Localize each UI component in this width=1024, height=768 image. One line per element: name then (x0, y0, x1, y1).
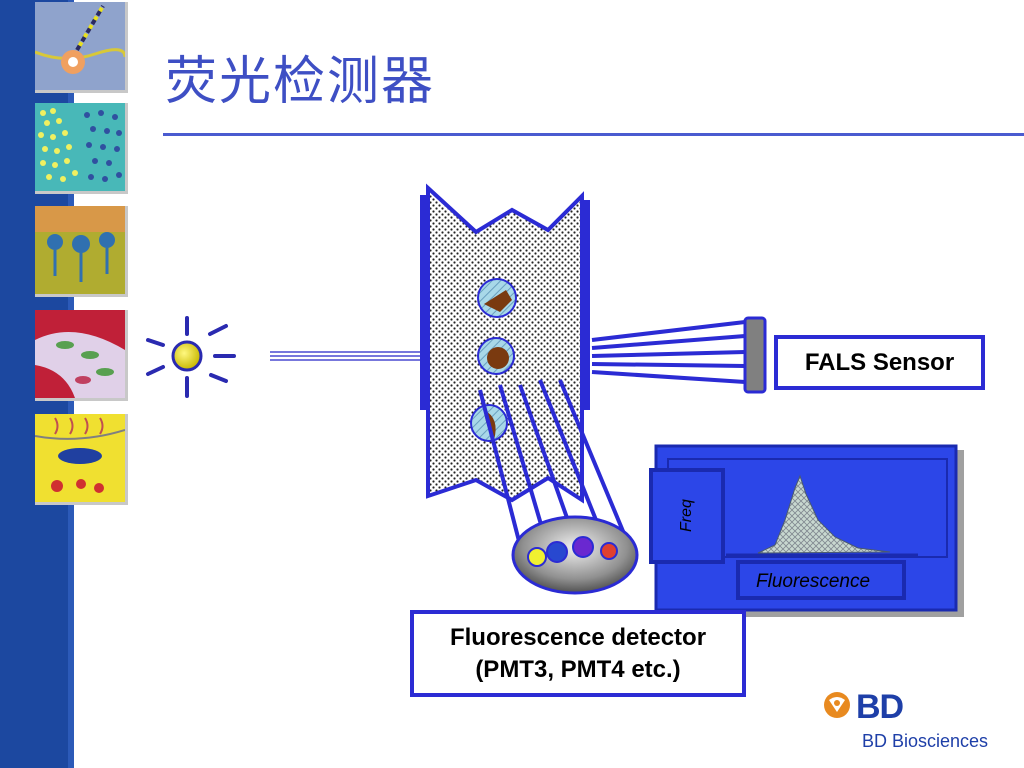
histogram-y-label: Freq (678, 499, 695, 532)
page-title: 荧光检测器 (165, 52, 436, 112)
title-divider (163, 133, 1024, 136)
laser-beam (270, 351, 425, 361)
detector-examples: (PMT3, PMT4 etc.) (475, 656, 681, 683)
fals-sensor-label: FALS Sensor (774, 335, 985, 390)
cell-2 (477, 337, 515, 375)
cell-icon (35, 2, 128, 93)
tissue-icon (35, 206, 128, 297)
cell-1 (477, 278, 517, 318)
histogram-x-label: Fluorescence (756, 571, 871, 592)
fluorescence-detector-label: Fluorescence detector (PMT3, PMT4 etc.) (410, 610, 746, 697)
detector-name: Fluorescence detector (449, 624, 707, 651)
laser-source-icon (146, 316, 236, 398)
leaf-cells-icon (35, 310, 128, 401)
forward-scatter-lines (591, 320, 746, 384)
brand-name: BD (856, 688, 904, 726)
assay-icon (35, 414, 128, 505)
fluorescence-beam (478, 379, 627, 546)
pmt-detector-icon (511, 515, 639, 595)
histogram-panel (649, 444, 964, 617)
particles-icon (35, 103, 128, 194)
brand-subtitle: BD Biosciences (862, 731, 989, 751)
bd-logo-icon (824, 692, 850, 718)
fals-sensor-plate (743, 316, 767, 394)
